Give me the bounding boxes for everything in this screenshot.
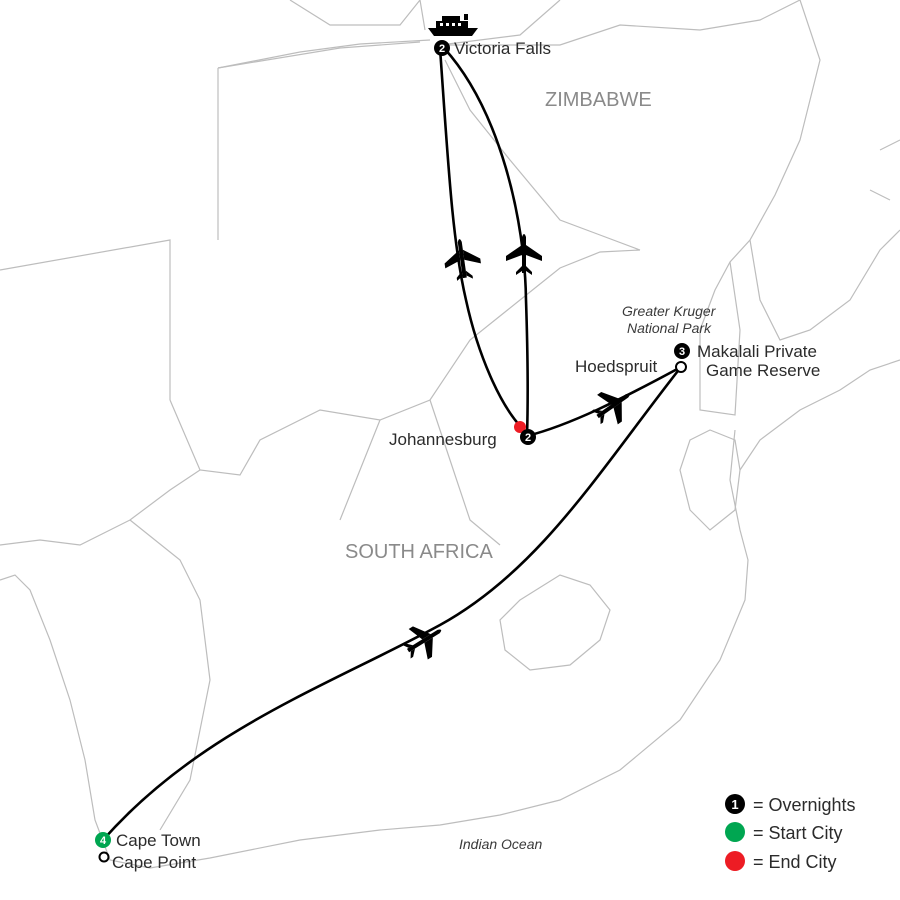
- legend-start-dot: [725, 822, 745, 842]
- city-label: Victoria Falls: [454, 39, 551, 58]
- mozambique-border: [699, 261, 741, 416]
- city-label: Cape Town: [116, 831, 201, 850]
- city-hoedspruit: Hoedspruit: [575, 357, 687, 376]
- city-cape-point: Cape Point: [98, 851, 196, 872]
- city-label-line1: Makalali Private: [697, 342, 817, 361]
- eswatini-border: [679, 429, 741, 531]
- airplane-icon: [591, 391, 630, 425]
- city-label-line2: Game Reserve: [706, 361, 820, 380]
- legend-label: = Overnights: [753, 795, 856, 815]
- overnight-count: 4: [100, 835, 107, 847]
- legend-badge-number: 1: [731, 797, 738, 812]
- city-label: Cape Point: [112, 853, 196, 872]
- overnight-count: 2: [439, 43, 445, 55]
- botswana-sa-border: [169, 249, 641, 476]
- route-hoedspruit-to-capetown: [101, 365, 683, 842]
- legend: 1 = Overnights = Start City = End City: [725, 794, 856, 872]
- city-victoria-falls: 2 Victoria Falls: [434, 39, 551, 58]
- overnight-count: 2: [525, 432, 531, 444]
- zimbabwe-southwest-border: [444, 59, 641, 251]
- legend-start-city: = Start City: [725, 822, 843, 843]
- country-borders: [0, 0, 900, 869]
- airplane-icon: [444, 238, 481, 281]
- region-label-kruger-line2: National Park: [627, 320, 712, 336]
- city-johannesburg: 2 Johannesburg: [389, 421, 536, 449]
- legend-end-city: = End City: [725, 851, 837, 872]
- route-vicfalls-to-joburg-west: [438, 46, 524, 430]
- route-joburg-to-hoedspruit: [525, 365, 683, 438]
- region-label-kruger-line1: Greater Kruger: [622, 303, 717, 319]
- sa-interior-line: [339, 399, 501, 546]
- legend-end-dot: [725, 851, 745, 871]
- route-joburg-to-vicfalls-east: [442, 46, 529, 438]
- country-label-south-africa: SOUTH AFRICA: [345, 541, 493, 563]
- cape-region-lines: [129, 519, 211, 831]
- overnight-badge: [520, 429, 536, 445]
- overnight-badge: [434, 40, 450, 56]
- overnight-badge: [674, 343, 690, 359]
- airplane-icon: [402, 626, 442, 660]
- water-label-indian-ocean: Indian Ocean: [459, 836, 542, 852]
- end-city-dot: [514, 421, 526, 433]
- east-border-upper: [749, 229, 900, 341]
- airplane-icon: [506, 234, 542, 275]
- namibia-sa-border: [0, 469, 201, 546]
- legend-label: = End City: [753, 852, 837, 872]
- waypoint-dot: [98, 851, 110, 863]
- city-label: Hoedspruit: [575, 357, 657, 376]
- legend-label: = Start City: [753, 823, 843, 843]
- lesotho-border: [499, 574, 611, 671]
- legend-overnights: 1 = Overnights: [725, 794, 856, 815]
- overnight-count: 3: [679, 346, 685, 358]
- boat-icon: [428, 14, 478, 36]
- city-label: Johannesburg: [389, 430, 497, 449]
- route-lines: [101, 46, 683, 842]
- namibia-caprivi-border: [217, 39, 431, 69]
- city-makalali: 3 Makalali Private Game Reserve: [674, 342, 820, 380]
- zambia-zimbabwe-border: [440, 0, 801, 46]
- botswana-west-border: [0, 41, 421, 400]
- city-cape-town: 4 Cape Town: [95, 831, 201, 850]
- north-top-lines: [289, 0, 561, 46]
- zimbabwe-east-border: [699, 0, 821, 331]
- start-city-badge: [95, 832, 111, 848]
- legend-overnight-badge: [725, 794, 745, 814]
- mozambique-coast: [739, 359, 900, 471]
- waypoint-dot: [675, 361, 687, 373]
- west-coast: [0, 429, 749, 869]
- east-edge: [869, 139, 900, 201]
- country-label-zimbabwe: ZIMBABWE: [545, 89, 652, 111]
